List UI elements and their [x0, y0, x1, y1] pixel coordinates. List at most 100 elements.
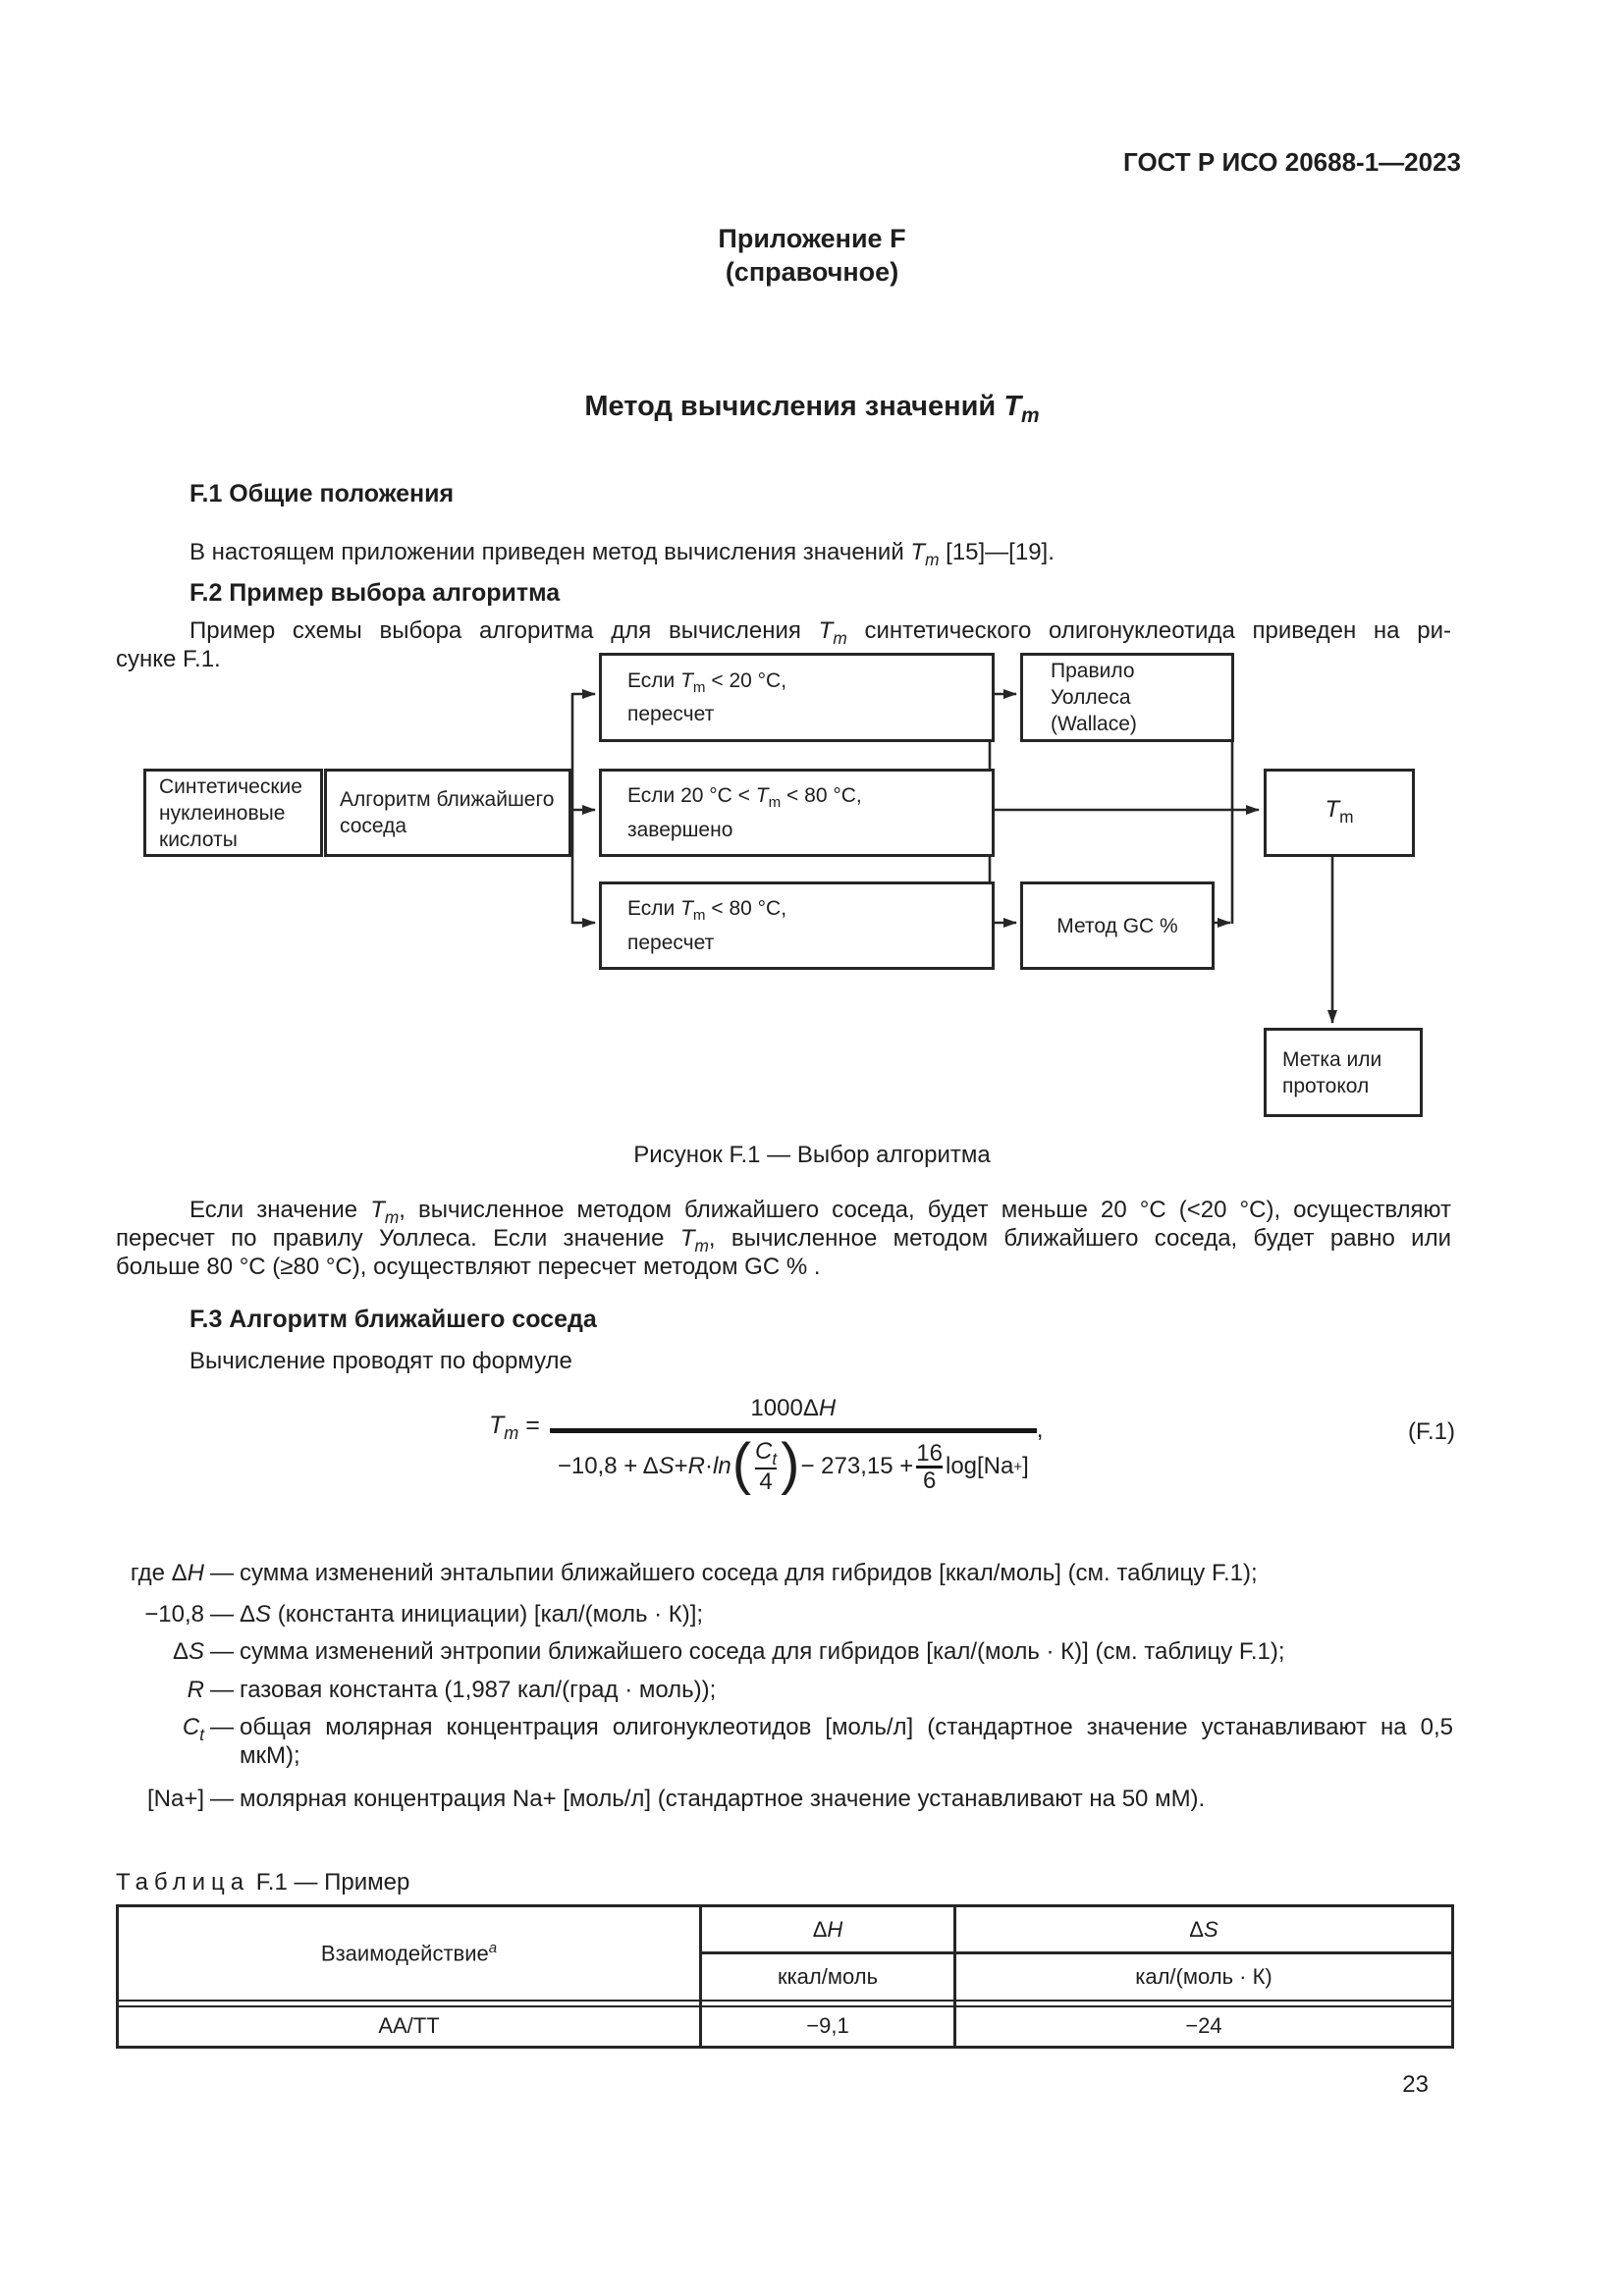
table-title: Таблица F.1 — Пример	[116, 1869, 410, 1896]
definition-dash: —	[210, 1677, 234, 1703]
flow-box-line: Если 20 °С < Tm < 80 °С,	[627, 784, 862, 812]
flow-box-line: завершено	[627, 818, 733, 841]
table-double-rule	[116, 1999, 701, 2007]
f1-paragraph: В настоящем приложении приведен метод вы…	[189, 538, 1055, 574]
figure-caption: Рисунок F.1 — Выбор алгоритма	[633, 1142, 991, 1168]
flow-box-line: пересчет	[627, 931, 715, 954]
close-paren: )	[781, 1432, 800, 1497]
definition-text: общая молярная концентрация олигонуклеот…	[240, 1714, 1453, 1769]
cell-dH: −9,1	[699, 2005, 955, 2049]
flow-box-line: соседа	[340, 815, 407, 837]
inner-fraction-ct4: Ct 4	[755, 1438, 778, 1496]
flow-box-wallace-rule: Правило Уоллеса (Wallace)	[1020, 653, 1234, 742]
cell-interaction: АА/ТТ	[116, 2005, 701, 2049]
table-header-dS: ΔS	[953, 1904, 1454, 1954]
table-row: АА/ТТ −9,1 −24	[116, 2005, 1454, 2049]
flow-box-gc-method: Метод GC %	[1020, 881, 1215, 970]
flow-box-line: протокол	[1282, 1074, 1370, 1097]
definition-text: ΔS (константа инициации) [кал/(моль · К)…	[240, 1601, 704, 1628]
f2-line1-b: синтетического олигонуклеотида приведен …	[846, 617, 1452, 644]
definition-row: где ΔH — сумма изменений энтальпии ближа…	[116, 1559, 1453, 1587]
page-title: Метод вычисления значений Tm	[0, 391, 1624, 428]
flow-box-line: Алгоритм ближайшего	[340, 788, 555, 811]
flow-box-line: Метка или	[1282, 1047, 1382, 1071]
flow-box-line: кислоты	[159, 828, 238, 851]
flow-box-tm-result: Tm	[1264, 769, 1415, 857]
table-double-rule	[699, 1999, 955, 2007]
page-title-text: Метод вычисления значений	[584, 391, 1004, 422]
flow-box-line: Если Tm < 20 °С,	[627, 668, 787, 697]
heading-f2: F.2 Пример выбора алгоритма	[189, 579, 561, 607]
definition-dash: —	[210, 1714, 234, 1740]
definition-text: молярная концентрация Na+ [моль/л] (стан…	[240, 1786, 1206, 1812]
f1-para-b: [15]—[19].	[939, 539, 1055, 565]
flow-box-line: нуклеиновые	[159, 801, 286, 825]
f2-paragraph-line1: Пример схемы выбора алгоритма для вычисл…	[189, 616, 1451, 653]
flow-box-label-or-protocol: Метка или протокол	[1264, 1028, 1423, 1117]
definition-text: сумма изменений энтальпии ближайшего сос…	[240, 1560, 1258, 1586]
f2-paragraph-line2: сунке F.1.	[116, 646, 221, 672]
fraction-bar	[549, 1428, 1037, 1433]
tm-var: Tm	[910, 539, 940, 569]
definition-term: где ΔH	[130, 1560, 204, 1586]
tm-var: Tm	[1325, 795, 1354, 827]
definition-term: Ct	[182, 1714, 204, 1744]
definition-row: Ct — общая молярная концентрация олигону…	[116, 1713, 1453, 1770]
definition-term: R	[187, 1677, 204, 1703]
definition-dash: —	[210, 1638, 234, 1665]
definition-text: газовая константа (1,987 кал/(град · мол…	[240, 1677, 717, 1703]
formula-lhs: Tm =	[489, 1412, 540, 1443]
footnote-marker: а	[488, 1940, 498, 1957]
definition-row: [Na+] — молярная концентрация Na+ [моль/…	[116, 1785, 1453, 1813]
table-unit-dS: кал/(моль · К)	[953, 1952, 1454, 2001]
after-figure-line3: больше 80 °С (≥80 °С), осуществляют пере…	[116, 1254, 821, 1280]
flow-box-line: Синтетические	[159, 774, 302, 798]
f1-para-a: В настоящем приложении приведен метод вы…	[189, 539, 911, 565]
table-unit-dH: ккал/моль	[699, 1952, 955, 2001]
formula-comma: ,	[1036, 1416, 1044, 1443]
inner-fraction-16-6: 16 6	[916, 1439, 943, 1494]
formula-numerator: 1000ΔH	[750, 1395, 837, 1421]
flow-box-line: пересчет	[627, 703, 715, 726]
open-paren: (	[731, 1432, 752, 1497]
flow-box-condition-lt80: Если Tm < 80 °С, пересчет	[599, 881, 995, 970]
flow-box-line: Уоллеса	[1051, 686, 1131, 709]
page-number: 23	[1402, 2071, 1429, 2098]
appendix-label: Приложение F	[718, 224, 906, 253]
table-header-interaction: Взаимодействиеа	[116, 1904, 701, 2001]
definition-term: [Na+]	[146, 1786, 204, 1812]
flow-box-synthetic-nucleic-acids: Синтетические нуклеиновые кислоты	[143, 769, 323, 857]
flow-box-line: Метод GC %	[1056, 914, 1178, 937]
table-double-rule	[953, 1999, 1454, 2007]
definition-row: R — газовая константа (1,987 кал/(град ·…	[116, 1676, 1453, 1704]
tm-var: Tm	[1003, 391, 1040, 427]
flow-box-condition-20-80: Если 20 °С < Tm < 80 °С, завершено	[599, 769, 995, 857]
definition-dash: —	[210, 1601, 234, 1628]
tm-var: Tm	[818, 617, 847, 648]
definition-term: −10,8	[144, 1601, 204, 1628]
table-f1: Взаимодействиеа ΔH ΔS ккал/моль кал/(мол…	[116, 1904, 1454, 2049]
appendix-kind: (справочное)	[725, 257, 899, 287]
formula-tag: (F.1)	[1408, 1418, 1455, 1445]
definition-row: −10,8 — ΔS (константа инициации) [кал/(м…	[116, 1600, 1453, 1629]
after-figure-line1: Если значение Tm, вычисленное методом бл…	[189, 1197, 1451, 1227]
cell-dS: −24	[953, 2005, 1454, 2049]
flow-box-line: Правило	[1051, 660, 1135, 682]
flow-box-condition-lt20: Если Tm < 20 °С, пересчет	[599, 653, 995, 742]
flow-box-line: (Wallace)	[1051, 713, 1137, 735]
doc-code: ГОСТ Р ИСО 20688-1—2023	[1123, 147, 1461, 177]
definition-dash: —	[210, 1560, 234, 1586]
f3-intro: Вычисление проводят по формуле	[189, 1348, 572, 1374]
definition-text: сумма изменений энтропии ближайшего сосе…	[240, 1638, 1285, 1665]
heading-f3: F.3 Алгоритм ближайшего соседа	[189, 1306, 597, 1333]
f2-line1-a: Пример схемы выбора алгоритма для вычисл…	[189, 617, 819, 644]
definition-dash: —	[210, 1786, 234, 1812]
definition-term: ΔS	[172, 1638, 204, 1665]
flow-box-nearest-neighbor-algorithm: Алгоритм ближайшего соседа	[324, 769, 571, 857]
after-figure-line2: пересчет по правилу Уоллеса. Если значен…	[116, 1225, 1451, 1255]
heading-f1: F.1 Общие положения	[189, 480, 455, 507]
